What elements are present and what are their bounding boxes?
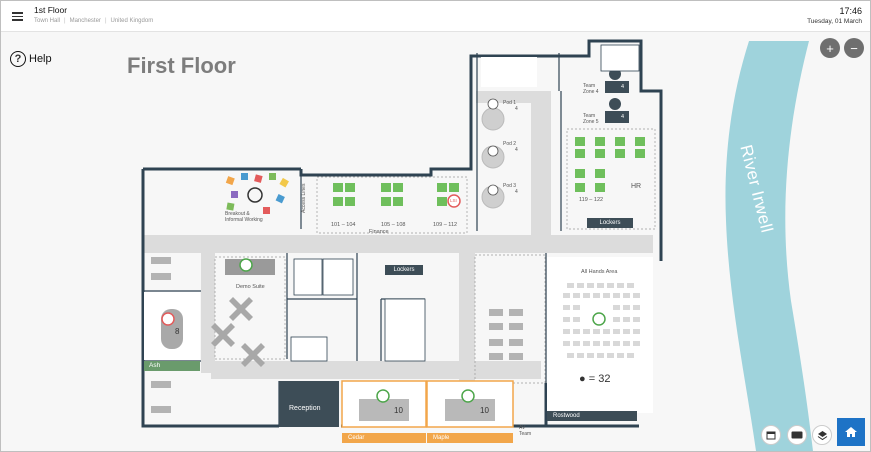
zoom-out-icon[interactable]: − — [844, 38, 864, 58]
maple-table — [445, 399, 495, 421]
pod3-label: Pod 3 — [503, 183, 517, 189]
team-zone-5-count: 4 — [621, 114, 625, 120]
clock-date: Tuesday, 01 March — [807, 18, 862, 25]
zoom-in-icon[interactable]: + — [820, 38, 840, 58]
wc-block — [384, 298, 426, 362]
desk-clusters — [333, 137, 645, 206]
rostwood-label: Rostwood — [547, 411, 637, 421]
help-icon: ? — [10, 51, 26, 67]
corridor-bottom — [211, 361, 541, 379]
allhands-seats — [563, 283, 640, 358]
home-icon[interactable] — [837, 418, 865, 446]
demo-suite-label: Demo Suite — [236, 284, 265, 290]
team-zone-4-label: Team Zone 4 — [583, 83, 599, 95]
cedar-label: Cedar — [342, 433, 426, 443]
desks-119-122: 119 – 122 — [579, 197, 604, 203]
team-zone-4-count: 4 — [621, 84, 625, 90]
breakout-label: Breakout & Informal Working — [225, 211, 263, 223]
corridor-vertical-center — [531, 91, 551, 251]
help-label: Help — [29, 53, 52, 65]
server-room — [293, 258, 323, 296]
location-pins — [161, 258, 606, 403]
person-icon: ● — [579, 373, 586, 385]
allhands-room — [547, 257, 653, 413]
allhands-count: 32 — [598, 373, 611, 385]
pod1-label: Pod 1 — [503, 100, 517, 106]
cedar-table — [359, 399, 409, 421]
top-bar: 1st Floor Town Hall|Manchester|United Ki… — [1, 1, 870, 32]
layers-icon[interactable] — [812, 425, 832, 445]
cross-tables — [211, 297, 265, 367]
keyboard-icon[interactable] — [787, 425, 807, 445]
breadcrumb: Town Hall|Manchester|United Kingdom — [34, 18, 154, 24]
desks-105-108: 105 – 108 — [381, 222, 406, 228]
ash-count: 8 — [175, 327, 180, 336]
lockers-top-label: Lockers — [587, 218, 633, 228]
corridor-horizontal — [143, 235, 653, 253]
breadcrumb-building[interactable]: Town Hall — [34, 18, 61, 24]
calendar-icon[interactable] — [761, 425, 781, 445]
breakout-furniture — [225, 173, 289, 214]
lockers-mid-label: Lockers — [385, 265, 423, 275]
maple-label: Maple — [427, 433, 513, 443]
lsi-badge: LSI — [450, 198, 457, 203]
finance-label: Finance — [369, 229, 389, 235]
menu-icon[interactable] — [12, 12, 23, 21]
allhands-label: All Hands Area — [581, 269, 618, 275]
cedar-count: 10 — [394, 406, 403, 415]
toilets-top — [481, 57, 537, 87]
corridor-vertical-mid — [459, 253, 475, 383]
pod3-count: 4 — [515, 189, 518, 195]
page-title: First Floor — [127, 53, 236, 78]
pod-markers — [487, 98, 499, 196]
ash-label: Ash — [144, 361, 200, 371]
stairs-top — [600, 44, 640, 72]
pod1-count: 4 — [515, 106, 518, 112]
reception-label: Reception — [289, 405, 321, 412]
maple-count: 10 — [480, 406, 489, 415]
desks-109-112: 109 – 112 — [433, 222, 458, 228]
clock-time: 17:46 — [839, 6, 862, 16]
floor-name: 1st Floor — [34, 5, 68, 15]
river-shape — [725, 41, 813, 451]
breadcrumb-city[interactable]: Manchester — [69, 18, 101, 24]
team-zone-markers — [605, 68, 629, 123]
camera-room — [322, 258, 354, 296]
desks-101-104: 101 – 104 — [331, 222, 356, 228]
pod2-label: Pod 2 — [503, 141, 517, 147]
reception-room — [279, 381, 339, 427]
lsi-badge-ring — [447, 194, 461, 208]
team-zone-5-label: Team Zone 5 — [583, 113, 599, 125]
access-label: Access Lines — [301, 183, 307, 213]
allhands-capacity: ● = 32 — [579, 373, 611, 385]
lounge-sofas — [151, 257, 523, 413]
corridor-left — [201, 253, 215, 373]
av-team-label: AV Team — [519, 425, 532, 437]
hr-label: HR — [631, 183, 642, 190]
pod2-count: 4 — [515, 147, 518, 153]
breadcrumb-country[interactable]: United Kingdom — [110, 18, 154, 24]
help-button[interactable]: ? Help — [10, 51, 52, 67]
lifts — [290, 336, 328, 362]
